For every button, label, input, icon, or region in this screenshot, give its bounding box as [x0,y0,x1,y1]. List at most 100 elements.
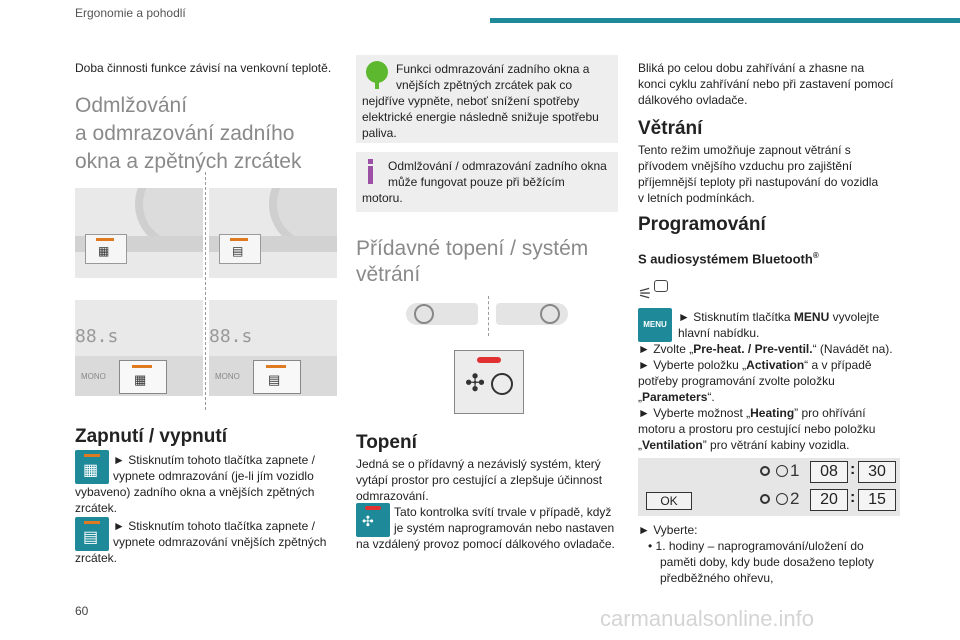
image-divider [205,172,206,410]
display-image-left: 88.s MONO ▦ [75,300,203,396]
hour-field: 20 [810,489,848,511]
led-indicator [266,365,286,368]
text-span: “. [707,390,715,404]
title-line: a odmrazování zadního [75,122,295,145]
time-colon: : [850,489,856,506]
title-line: Přídavné topení / systém [356,237,589,260]
menu-icon: MENU [638,308,672,342]
text-span: vyvolejte [829,310,880,324]
mirror-heat-icon: ▤ [83,529,99,546]
text-span: ► Zvolte „ [638,342,694,356]
text-span: ” pro ohřívání [794,406,866,420]
led-indicator [132,365,152,368]
text-line: ► Zvolte „Pre-heat. / Pre-ventil.“ (Navá… [638,341,893,357]
text-line: v letních podmínkách. [638,191,755,205]
text-line: dálkového ovladače. [638,93,748,107]
rear-window-heat-icon: ▦ [83,462,99,479]
dashboard-image-right: ▤ [209,188,337,278]
text-span: Heating [750,406,795,420]
text-line: je systém naprogramován nebo nastaven [394,521,615,535]
info-icon [368,159,373,164]
text-span: MENU [793,310,830,324]
title-line: okna a zpětných zrcátek [75,150,302,173]
led-indicator [96,238,114,241]
clock-icon [776,465,788,477]
image-divider [488,296,489,336]
text-line: „Ventilation” pro větrání kabiny vozidla… [638,437,849,453]
radio-selected-icon [760,466,770,476]
sliders-icon: ⚟ [638,286,653,303]
text-line: ► Stisknutím tohoto tlačítka zapnete / [113,453,315,467]
text-line: může fungovat pouze při běžícím [388,175,565,189]
text-line: vypnete odmrazování vnějších zpětných [113,535,327,549]
flag-icon [654,280,668,292]
text-line: ► Vyberte možnost „Heating” pro ohřívání [638,405,866,421]
minute-field: 15 [858,489,896,511]
display-readout: 88.s [75,326,119,347]
text-line: Bliká po celou dobu zahřívání a zhasne n… [638,61,865,75]
clock-icon [491,373,513,395]
text-line: odmrazování. [356,489,429,503]
text-line: ► Stisknutím tohoto tlačítka zapnete / [113,519,315,533]
text-line: • 1. hodiny – naprogramování/uložení do [648,539,864,553]
text-line: příjemnější teploty při nastupování do v… [638,175,879,189]
display-readout: 88.s [209,326,253,347]
timer-number: 2 [790,489,800,508]
time-colon: : [850,461,856,478]
text-line: Jedná se o přídavný a nezávislý systém, … [356,457,601,471]
timer-screen-image: OK 1 08 : 30 2 20 : 15 [638,458,900,516]
heater-button-image: ✣ [454,350,524,414]
minute-field: 30 [858,461,896,483]
text-line: elektrické energie následně snižuje spot… [362,110,599,124]
text-span: ► Stisknutím tlačítka [678,310,794,324]
text-line: konci cyklu zahřívání nebo při zastavení… [638,77,894,91]
text-span: ► Vyberte položku „ [638,358,747,372]
mirror-defrost-button: ▤ [219,234,261,264]
mono-label: MONO [215,372,240,381]
info-icon-bar [368,166,373,184]
heading-bluetooth: S audiosystémem Bluetooth® [638,251,819,266]
text-line: motoru a prostoru pro cestující nebo pol… [638,422,876,436]
settings-gb-icon: ⚟ [638,280,668,304]
text-line: ► Stisknutím tlačítka MENU vyvolejte [678,309,879,325]
text-line: na vzdálený provoz pomocí dálkového ovla… [356,537,615,551]
rear-window-heat-icon: ▦ [98,244,110,258]
heading-heating: Topení [356,432,417,453]
text-line: Tato kontrolka svítí trvale v případě, k… [394,505,612,519]
text-span: ” pro větrání kabiny vozidla. [702,438,850,452]
registered-mark: ® [812,251,819,260]
mono-label: MONO [81,372,106,381]
text-line: paliva. [362,126,397,140]
radio-selected-icon [760,494,770,504]
mirror-defrost-button: ▤ [253,360,301,394]
text-span: ► Vyberte možnost „ [638,406,751,420]
text-span: Activation [746,358,805,372]
text-span: Pre-heat. / Pre-ventil. [693,342,813,356]
text-line: Tento režim umožňuje zapnout větrání s [638,143,851,157]
hour-field: 08 [810,461,848,483]
text-span: Parameters [642,390,708,404]
display-image-right: 88.s MONO ▤ [209,300,337,396]
text-span: “ a v případě [804,358,872,372]
text-line: paměti doby, kdy bude dosaženo teploty [660,555,874,569]
rear-defrost-button: ▦ [85,234,127,264]
watermark: carmanualsonline.info [600,606,815,631]
text-line: nejdříve vypněte, neboť snížení spotřeby [362,94,580,108]
heading-on-off: Zapnutí / vypnutí [75,426,227,447]
mirror-heat-icon: ▤ [268,372,281,387]
led-indicator [84,454,100,457]
fan-icon: ✣ [362,513,374,529]
section-title-heater: Přídavné topení / systém větrání [356,236,588,288]
text-line: „Parameters“. [638,389,715,405]
fan-icon: ✣ [465,370,486,397]
info-note: Odmlžování / odmrazování zadního okna mů… [356,152,618,212]
menu-icon-label: MENU [643,320,667,329]
rear-defrost-button: ▦ [119,360,167,394]
text-line: vybaveno) zadního okna a vnějších zpětný… [75,485,315,499]
vehicle-rhd-image [496,303,568,325]
mirror-defrost-icon: ▤ [75,517,109,551]
text-line: Funkci odmrazování zadního okna a [396,62,590,76]
title-line: Odmlžování [75,94,188,117]
text-line: vypnete odmrazování (je-li jím vozidlo [113,469,314,483]
text-line: potřeby programování zvolte položku [638,374,835,388]
